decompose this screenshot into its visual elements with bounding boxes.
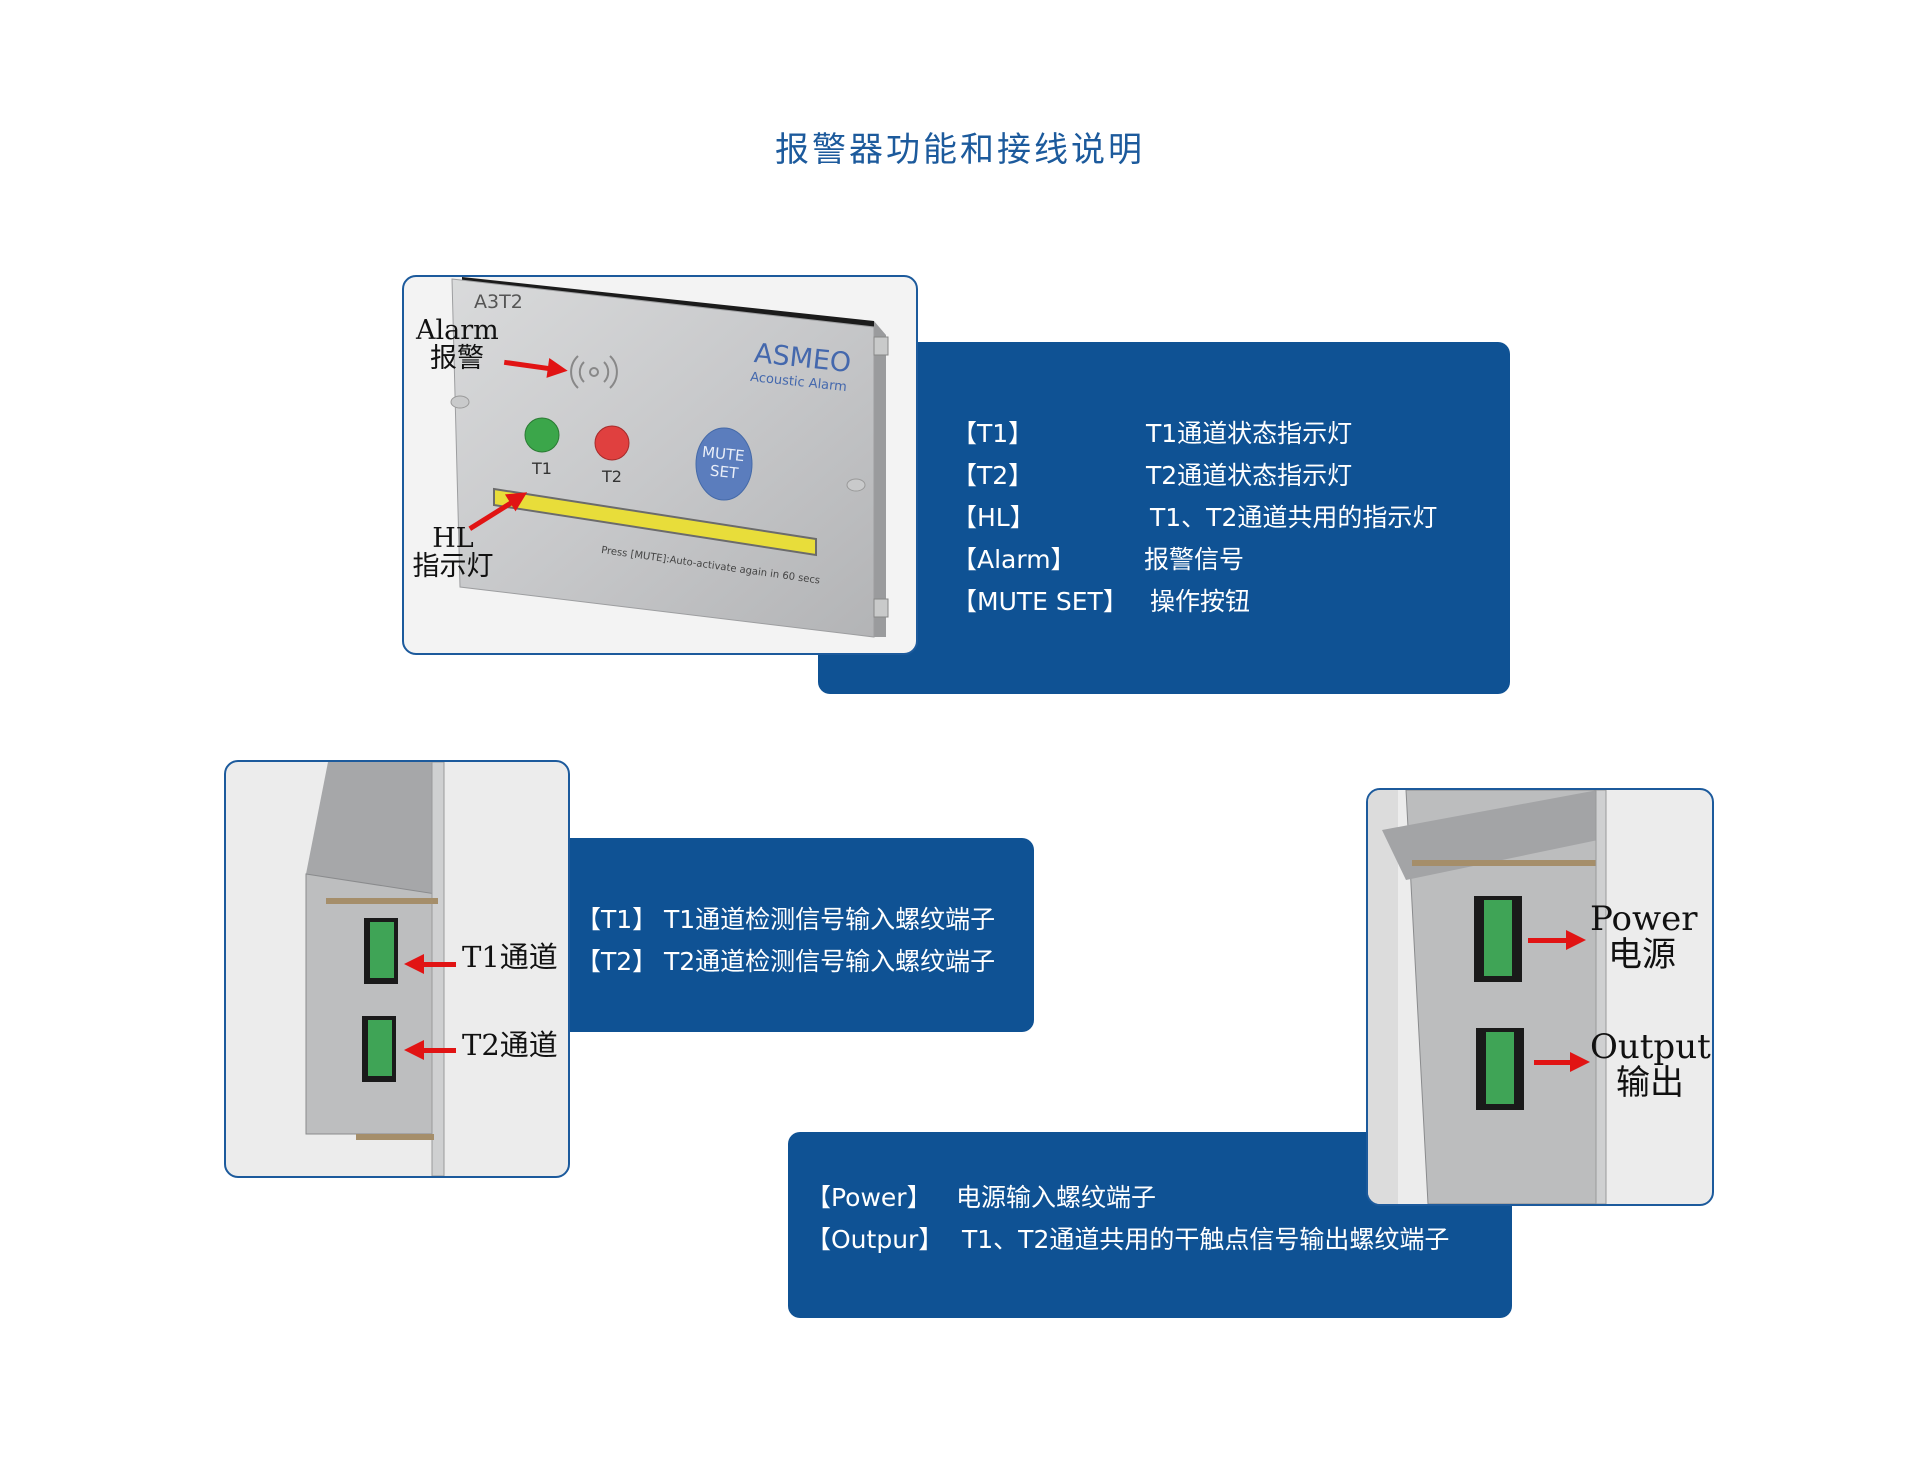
annotation-output-zh: 输出 xyxy=(1616,1062,1684,1103)
legend-inputs-desc-2: T2通道检测信号输入螺纹端子 xyxy=(664,947,996,976)
annotation-output-en: Output xyxy=(1590,1027,1711,1067)
hl-indicator-strip xyxy=(493,487,817,557)
legend-front-desc-1: T1通道状态指示灯 xyxy=(1146,419,1353,448)
arrow-to-power-terminal xyxy=(1528,930,1586,950)
side-panel-illustration xyxy=(305,762,445,1176)
mute-set-button[interactable] xyxy=(695,427,753,501)
annotation-alarm: Alarm 报警 xyxy=(416,315,499,375)
annotation-alarm-en: Alarm xyxy=(416,315,499,346)
annotation-power-en: Power xyxy=(1590,899,1698,939)
led-t1-green xyxy=(524,417,560,453)
legend-front-desc-2: T2通道状态指示灯 xyxy=(1146,461,1353,490)
annotation-hl-zh: 指示灯 xyxy=(412,551,494,583)
arrow-to-t1-terminal xyxy=(404,954,456,974)
legend-front-key-1: 【T1】 xyxy=(952,419,1034,448)
arrow-to-t2-terminal xyxy=(404,1040,456,1060)
annotation-power: Power 电源 xyxy=(1590,899,1698,975)
arrow-to-output-terminal xyxy=(1534,1052,1590,1072)
legend-inputs-key-1: 【T1】 xyxy=(576,905,658,934)
photo-side-inputs: T1通道 T2通道 xyxy=(224,760,570,1178)
rear-panel-illustration xyxy=(1368,790,1607,1204)
legend-inputs-key-2: 【T2】 xyxy=(576,947,658,976)
annotation-power-zh: 电源 xyxy=(1608,934,1676,975)
page-title: 报警器功能和接线说明 xyxy=(775,130,1145,170)
legend-outputs-key-1: 【Power】 xyxy=(806,1183,932,1212)
annotation-output: Output 输出 xyxy=(1590,1027,1711,1103)
terminal-output-green xyxy=(1486,1032,1514,1104)
legend-outputs-desc-1: 电源输入螺纹端子 xyxy=(956,1183,1157,1212)
photo-front-panel: A3T2 ASMEO Acoustic Alarm T1 T2 MUTE SET… xyxy=(402,275,918,655)
legend-outputs-key-2: 【Outpur】 xyxy=(806,1225,944,1254)
led-t1-label: T1 xyxy=(532,459,552,478)
legend-front-key-3: 【HL】 xyxy=(952,503,1035,532)
annotation-t1-channel: T1通道 xyxy=(462,940,558,974)
terminal-power-green xyxy=(1484,900,1512,976)
legend-front-desc-5: 操作按钮 xyxy=(1150,587,1251,616)
legend-front-key-5: 【MUTE SET】 xyxy=(952,587,1128,616)
annotation-hl: HL 指示灯 xyxy=(412,523,494,583)
annotation-t2-channel: T2通道 xyxy=(462,1028,558,1062)
annotation-alarm-zh: 报警 xyxy=(430,343,484,375)
photo-side-outputs: Power 电源 Output 输出 xyxy=(1366,788,1714,1206)
led-t2-label: T2 xyxy=(602,467,622,486)
led-t2-red xyxy=(594,425,630,461)
terminal-t1-green xyxy=(370,922,394,978)
legend-front-key-2: 【T2】 xyxy=(952,461,1034,490)
terminal-t2-green xyxy=(368,1020,392,1076)
annotation-hl-en: HL xyxy=(432,523,474,554)
mute-label-line2: SET xyxy=(709,461,740,483)
legend-front-desc-3: T1、T2通道共用的指示灯 xyxy=(1150,503,1438,532)
legend-box-front xyxy=(818,342,1510,694)
legend-box-inputs xyxy=(548,838,1034,1032)
model-label: A3T2 xyxy=(474,291,523,313)
legend-front-key-4: 【Alarm】 xyxy=(952,545,1076,574)
alarm-sound-icon xyxy=(570,355,618,389)
legend-inputs-desc-1: T1通道检测信号输入螺纹端子 xyxy=(664,905,996,934)
legend-front-desc-4: 报警信号 xyxy=(1144,545,1245,574)
legend-outputs-desc-2: T1、T2通道共用的干触点信号输出螺纹端子 xyxy=(962,1225,1450,1254)
